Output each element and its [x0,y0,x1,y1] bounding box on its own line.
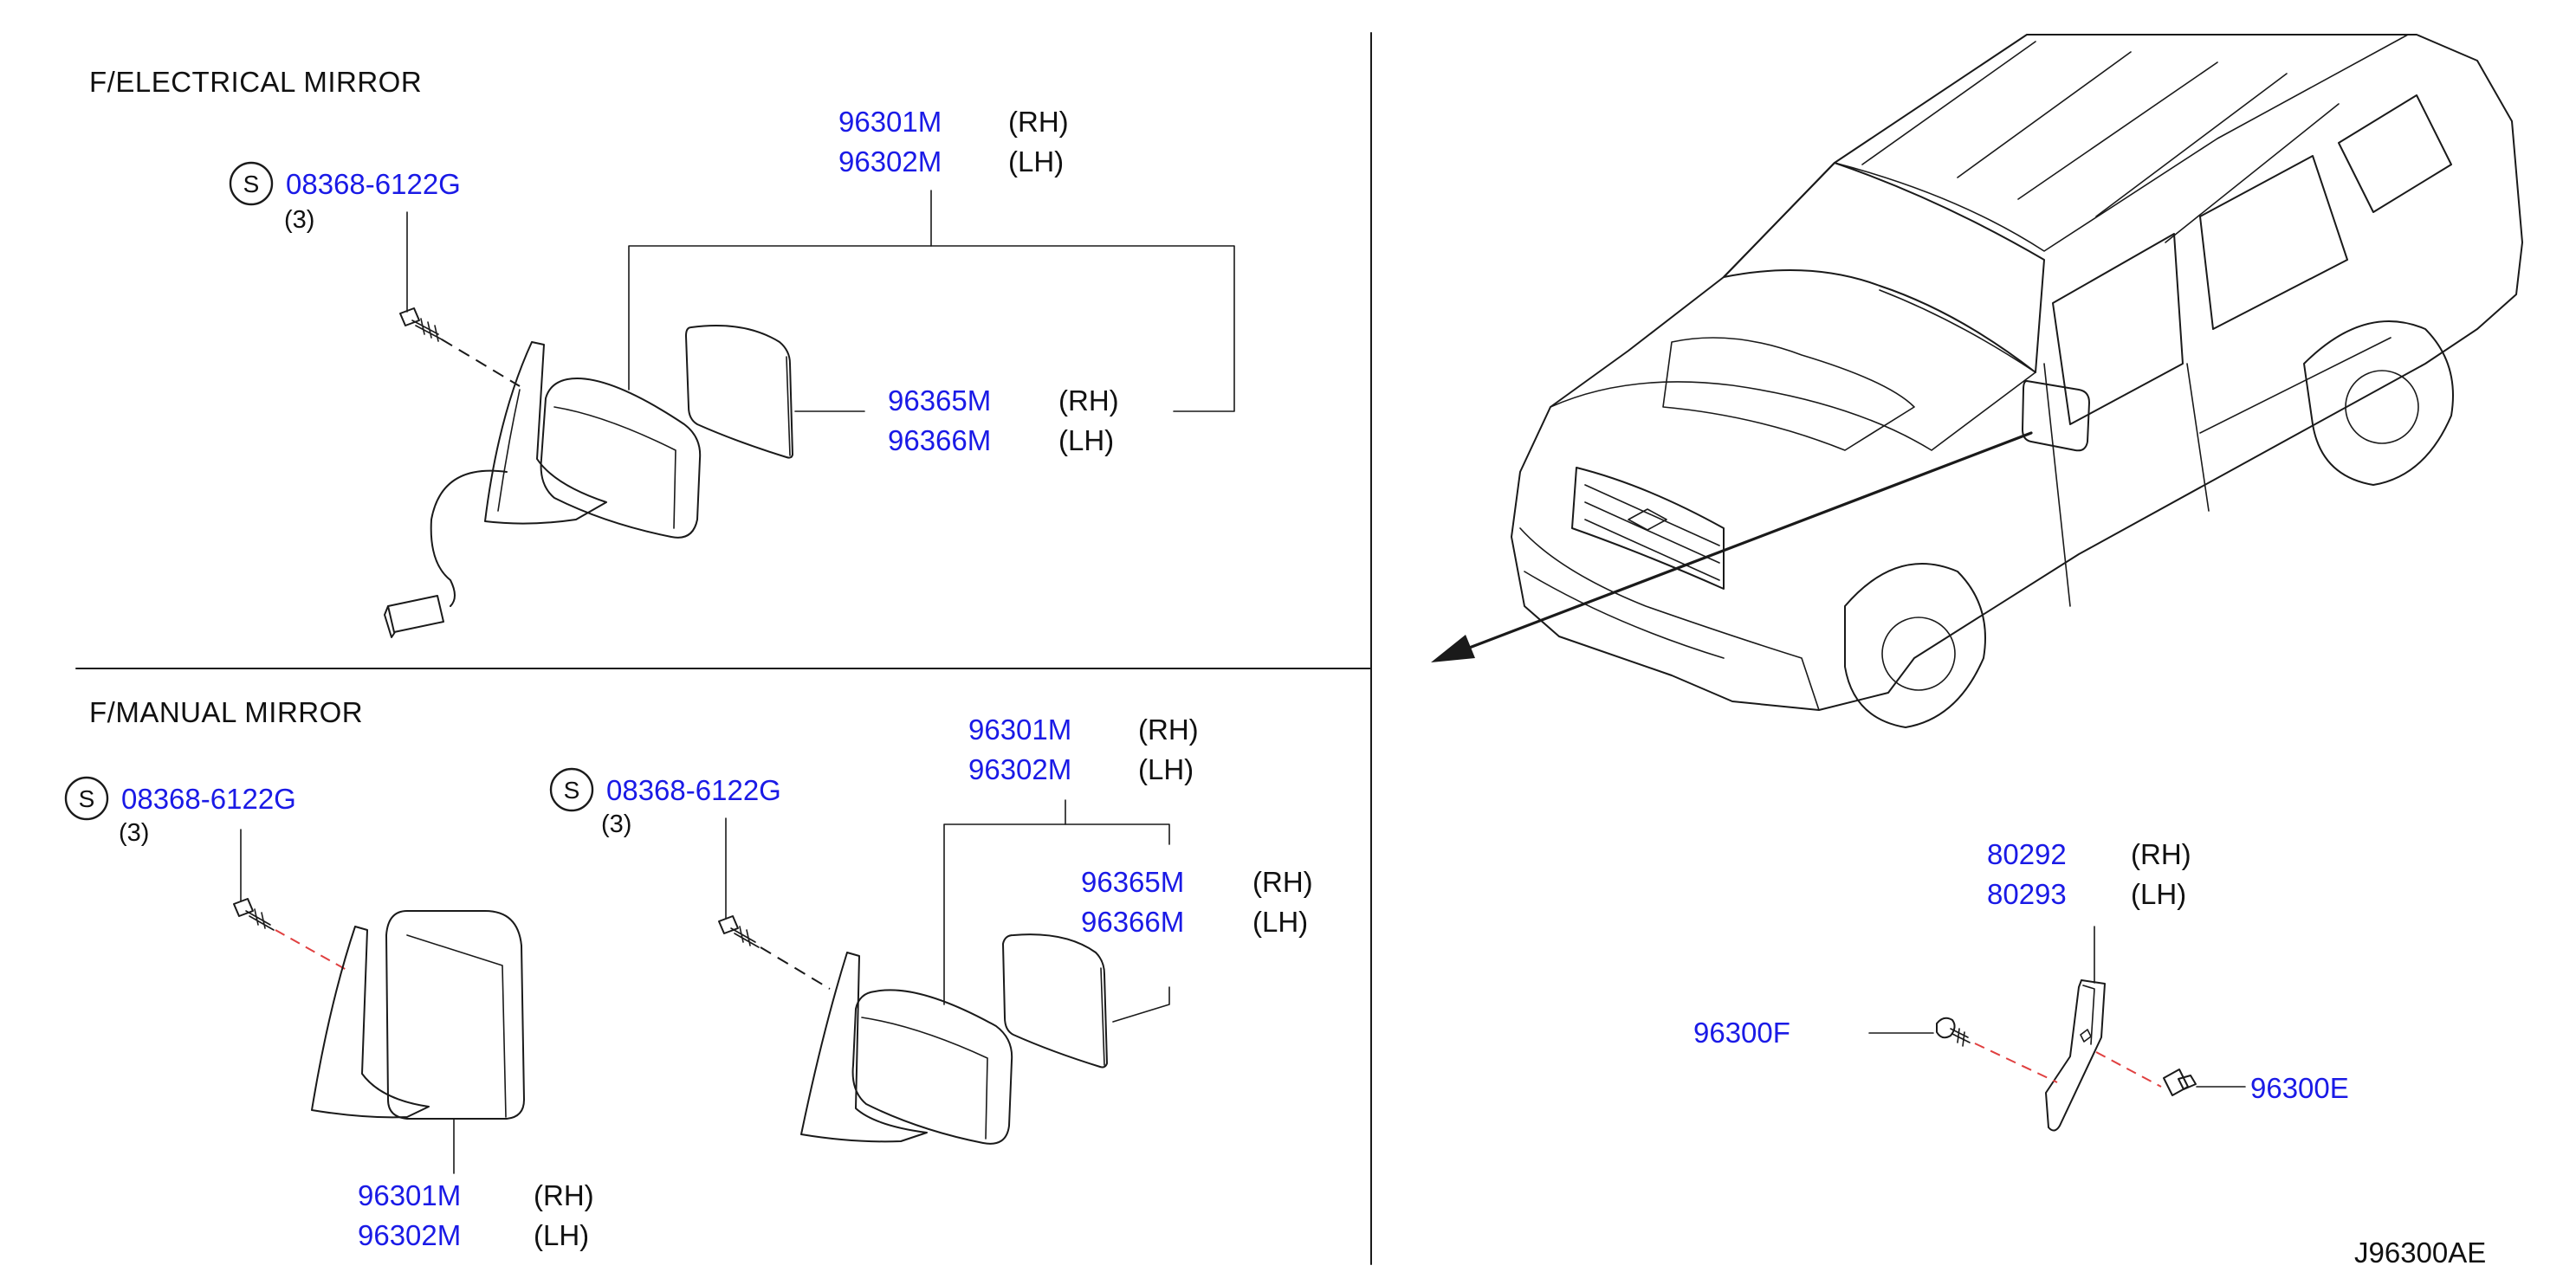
elec-mirror-rh-part-number[interactable]: 96301M [838,106,942,138]
arrow-head-icon [1431,635,1475,662]
man2-screw-quantity: (3) [601,810,632,838]
man1-screw-quantity: (3) [119,819,150,847]
elec-mirror-rh-side: (RH) [1008,106,1069,138]
pointer-arrow-line [1440,431,2033,660]
screw-symbol-icon: S [64,776,109,821]
man2-glass-lh-part-number[interactable]: 96366M [1081,906,1185,938]
grommet-icon [2163,1069,2197,1096]
man2-screw-part-number[interactable]: 08368-6122G [606,774,781,806]
svg-text:S: S [564,777,580,804]
front-door-window-icon [2052,233,2184,425]
screw-symbol-icon: S [549,767,594,812]
elec-mirror-lh-side: (LH) [1008,145,1065,178]
mirror-glass-icon [1002,933,1108,1069]
bracket-rh-side: (RH) [2131,838,2191,870]
vehicle-mirror-icon [2022,380,2090,452]
bolt-icon [718,915,760,948]
vehicle-illustration [1431,34,2523,728]
bolt-icon [233,898,275,931]
svg-text:S: S [243,171,260,197]
bolt-icon [399,307,443,342]
grommet-part-number[interactable]: 96300E [2250,1072,2349,1104]
man1-mirror-rh-part-number[interactable]: 96301M [358,1179,462,1211]
mirror-bracket-icon [2045,979,2106,1132]
man2-glass-rh-part-number[interactable]: 96365M [1081,866,1185,898]
mirror-housing-icon [385,910,525,1120]
bracket-lh-part-number[interactable]: 80293 [1987,878,2067,910]
quarter-window-icon [2338,94,2452,213]
elec-glass-rh-side: (RH) [1058,384,1119,416]
man1-mirror-lh-side: (LH) [534,1219,590,1251]
man2-mirror-rh-side: (RH) [1138,714,1199,746]
mirror-base-icon [311,926,430,1119]
rear-wheel-icon [2303,320,2454,486]
man2-mirror-rh-part-number[interactable]: 96301M [968,714,1072,746]
man2-glass-lh-side: (LH) [1252,906,1309,938]
elec-glass-lh-part-number[interactable]: 96366M [888,424,992,456]
svg-text:S: S [79,785,95,812]
mirror-base-icon [484,341,607,525]
windshield-icon [1723,162,2045,373]
man1-mirror-rh-side: (RH) [534,1179,594,1211]
diagram-code: J96300AE [2354,1237,2487,1269]
manual-mirror-illustration-1: S [64,776,525,1174]
man1-mirror-lh-part-number[interactable]: 96302M [358,1219,462,1251]
elec-screw-part-number[interactable]: 08368-6122G [286,168,461,200]
electrical-mirror-illustration: S [229,161,1235,638]
connector-icon [384,595,444,638]
man2-mirror-lh-side: (LH) [1138,753,1194,785]
vehicle-body-outline-icon [1511,34,2523,711]
bracket-rh-part-number[interactable]: 80292 [1987,838,2067,870]
manual-mirror-illustration-2: S [549,767,1170,1145]
mirror-housing-icon [851,989,1013,1145]
screw-symbol-icon: S [229,161,274,206]
man2-mirror-lh-part-number[interactable]: 96302M [968,753,1072,785]
wire-harness-icon [430,469,508,607]
rear-door-window-icon [2199,155,2348,330]
elec-glass-rh-part-number[interactable]: 96365M [888,384,992,416]
electrical-mirror-heading: F/ELECTRICAL MIRROR [89,66,423,98]
mirror-base-icon [800,952,928,1143]
man2-glass-rh-side: (RH) [1252,866,1313,898]
bracket-illustration [1868,926,2246,1132]
front-wheel-icon [1844,563,1986,728]
elec-screw-quantity: (3) [284,206,315,234]
grille-icon [1571,467,1725,590]
mirror-glass-icon [685,325,793,459]
clip-screw-part-number[interactable]: 96300F [1693,1017,1790,1049]
clip-screw-icon [1936,1017,1971,1047]
elec-mirror-lh-part-number[interactable]: 96302M [838,145,942,178]
mirror-housing-icon [540,378,702,539]
bracket-lh-side: (LH) [2131,878,2187,910]
manual-mirror-heading: F/MANUAL MIRROR [89,696,364,728]
elec-glass-lh-side: (LH) [1058,424,1115,456]
man1-screw-part-number[interactable]: 08368-6122G [121,783,296,815]
